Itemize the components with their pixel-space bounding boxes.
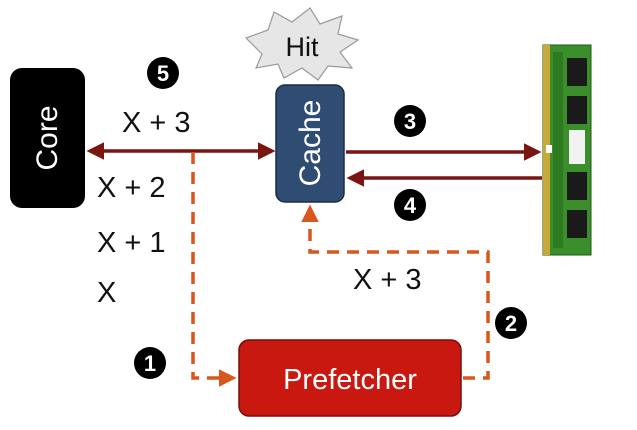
hit-burst-icon: Hit bbox=[244, 7, 360, 81]
cache-box: Cache bbox=[275, 84, 345, 203]
step-marker-2: 2 bbox=[495, 307, 527, 339]
step-marker-5: 5 bbox=[147, 57, 179, 89]
step-marker-1: 1 bbox=[134, 347, 166, 379]
svg-text:3: 3 bbox=[404, 109, 416, 134]
access-to-prefetcher-arrow bbox=[191, 152, 237, 387]
access-label-x-plus-1: X + 1 bbox=[97, 227, 166, 259]
svg-text:5: 5 bbox=[157, 61, 169, 86]
core-box: Core bbox=[10, 68, 85, 208]
prefetcher-to-cache-arrow bbox=[301, 204, 490, 380]
access-label-x-plus-2: X + 2 bbox=[97, 172, 166, 204]
step-marker-4: 4 bbox=[394, 189, 426, 221]
access-label-x-plus-3: X + 3 bbox=[122, 107, 191, 139]
core-label: Core bbox=[31, 105, 64, 170]
svg-text:4: 4 bbox=[404, 193, 417, 218]
svg-text:1: 1 bbox=[144, 351, 156, 376]
prefetcher-box: Prefetcher bbox=[238, 339, 462, 417]
prefetcher-label: Prefetcher bbox=[283, 364, 417, 396]
memory-module-icon bbox=[542, 44, 592, 256]
prefetch-address-label: X + 3 bbox=[353, 264, 422, 296]
cache-label: Cache bbox=[294, 100, 327, 187]
step-marker-3: 3 bbox=[394, 105, 426, 137]
access-label-x: X bbox=[97, 277, 116, 309]
svg-text:2: 2 bbox=[505, 311, 517, 336]
hit-label: Hit bbox=[286, 32, 319, 62]
